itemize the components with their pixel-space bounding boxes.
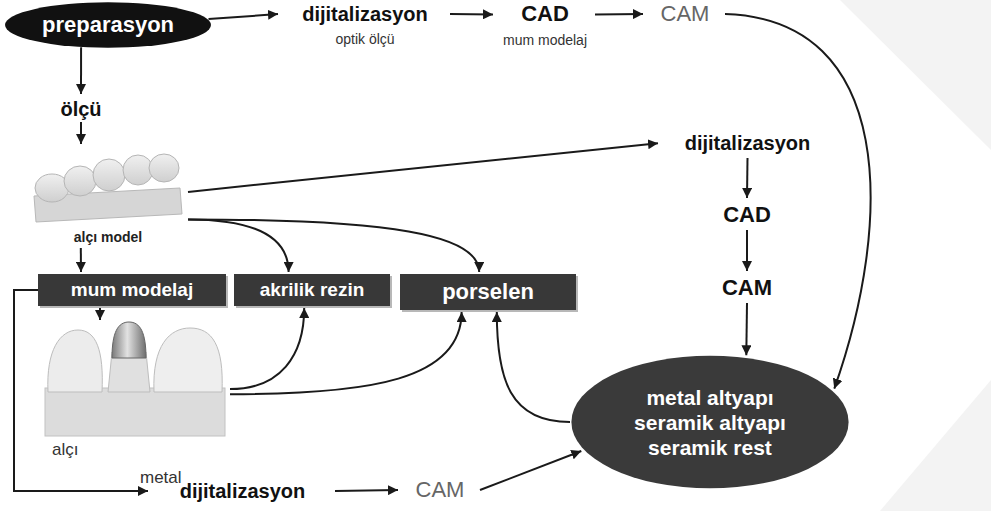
process-box: porselen — [400, 274, 576, 310]
connector-arrow — [725, 14, 871, 389]
process-box: akrilik rezin — [234, 274, 390, 306]
step-label: CAD — [712, 200, 782, 230]
node-text: alçı model — [74, 228, 142, 246]
step-label: dijitalizasyon — [150, 476, 335, 506]
step-label: CAM — [645, 0, 725, 28]
node-text: preparasyon — [42, 12, 174, 38]
stone-model — [34, 154, 182, 222]
node-text: CAM — [722, 275, 772, 301]
step-label: dijitalizasyon optik ölçü — [280, 2, 450, 52]
node-text: CAD — [723, 202, 771, 228]
step-label: CAD mum modelaj — [495, 1, 595, 49]
connector-arrow — [745, 303, 748, 355]
node-text: ölçü — [60, 97, 101, 121]
connector-arrow — [746, 158, 749, 198]
ellipse-shape — [571, 356, 848, 489]
node-text: seramik altyapı — [634, 410, 786, 435]
connector-arrow — [230, 312, 462, 394]
die-and-crown — [45, 322, 225, 436]
connector-arrow — [99, 306, 101, 320]
node-text: CAD — [521, 1, 569, 27]
node-text: CAM — [661, 1, 710, 27]
connector-arrow — [595, 13, 643, 15]
step-label: CAM — [400, 476, 480, 504]
ellipse-shape — [5, 2, 211, 48]
model-figure: alçı model — [28, 146, 188, 248]
connector-arrow — [230, 308, 304, 389]
node-text: mum modelaj — [71, 278, 193, 302]
node-text: seramik rest — [648, 435, 772, 460]
node-text: optik ölçü — [335, 30, 394, 48]
node-text: dijitalizasyon — [685, 131, 811, 155]
process-box: mum modelaj — [38, 274, 226, 306]
node-text: alçı — [52, 440, 230, 460]
die-figure: alçımetal — [40, 322, 230, 494]
connector-arrow — [497, 312, 570, 422]
node-text: akrilik rezin — [260, 278, 365, 302]
connector-arrow — [80, 122, 82, 144]
node-text: mum modelaj — [503, 31, 587, 49]
node-text: dijitalizasyon — [180, 479, 306, 503]
connector-arrow — [80, 248, 82, 272]
connector-arrow — [188, 219, 289, 272]
node-text: dijitalizasyon — [302, 2, 428, 26]
step-label: CAM — [707, 273, 787, 303]
connector-arrow — [450, 13, 493, 15]
step-label: dijitalizasyon — [660, 128, 835, 158]
connector-arrow — [14, 290, 148, 491]
connector-arrow — [209, 14, 279, 19]
start-ellipse: preparasyon — [4, 2, 212, 48]
node-text: CAM — [416, 477, 465, 503]
node-text: porselen — [442, 279, 534, 305]
connector-arrow — [746, 230, 748, 271]
connector-arrow — [80, 47, 82, 94]
background-shape — [880, 380, 991, 511]
connector-arrow — [335, 490, 398, 491]
step-label: ölçü — [46, 96, 116, 122]
connector-arrow — [188, 219, 479, 272]
connector-arrow — [188, 143, 658, 192]
connector-arrow — [480, 451, 581, 490]
result-ellipse: metal altyapıseramik altyapıseramik rest — [570, 355, 850, 489]
node-text: metal altyapı — [646, 385, 773, 410]
